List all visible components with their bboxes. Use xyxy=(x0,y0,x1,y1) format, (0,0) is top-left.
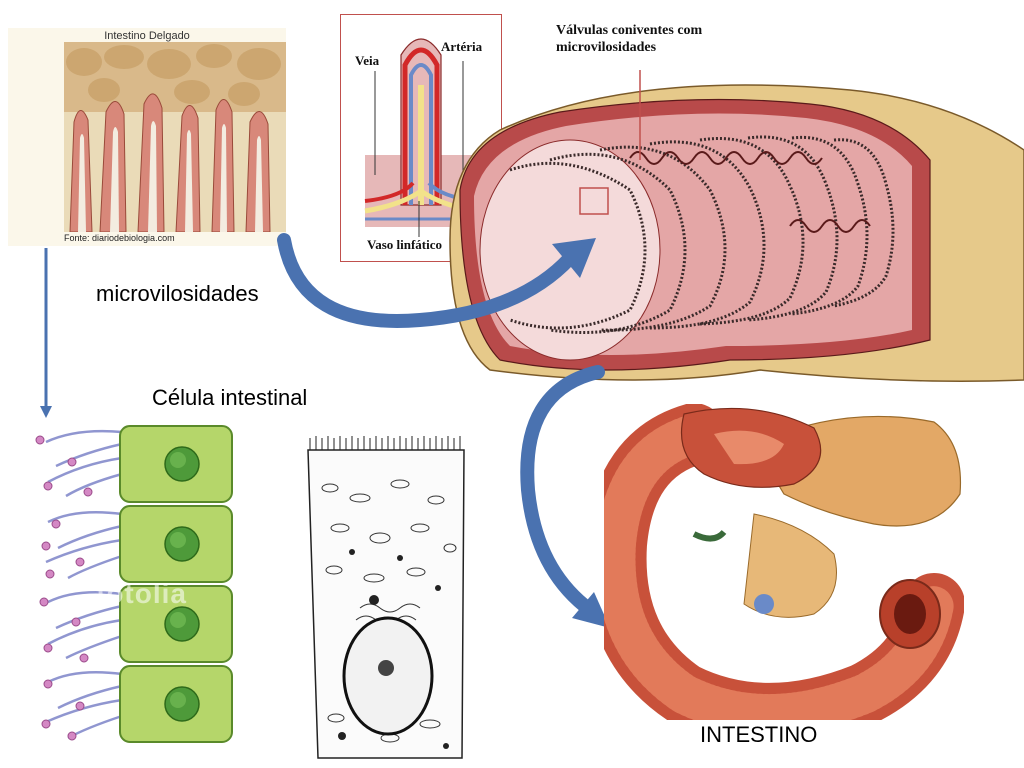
intestinal-cells-illustration xyxy=(35,425,233,743)
label-lymph: Vaso linfático xyxy=(367,237,442,252)
intestine-organ-illustration xyxy=(604,404,964,720)
label-vein: Veia xyxy=(355,53,380,68)
curve-arrow-right xyxy=(520,365,605,617)
label-celula-intestinal: Célula intestinal xyxy=(152,385,308,410)
curve-arrow-top xyxy=(277,233,577,328)
intestine-section-drawing xyxy=(449,70,1024,382)
valves-label: Válvulas coniventes com microvilosidades xyxy=(556,23,703,55)
intestine-photo-panel: Intestino Delgado xyxy=(8,28,286,246)
label-artery: Artéria xyxy=(441,39,483,54)
down-arrow-head xyxy=(40,406,52,418)
label-microvilosidades: microvilosidades xyxy=(96,281,259,306)
villi-photo xyxy=(64,42,286,232)
label-intestino: INTESTINO xyxy=(700,722,818,747)
watermark: fotolia xyxy=(96,578,187,609)
photo-source: Fonte: diariodebiologia.com xyxy=(64,233,175,243)
cell-sketch xyxy=(307,436,465,759)
photo-title: Intestino Delgado xyxy=(104,30,190,42)
